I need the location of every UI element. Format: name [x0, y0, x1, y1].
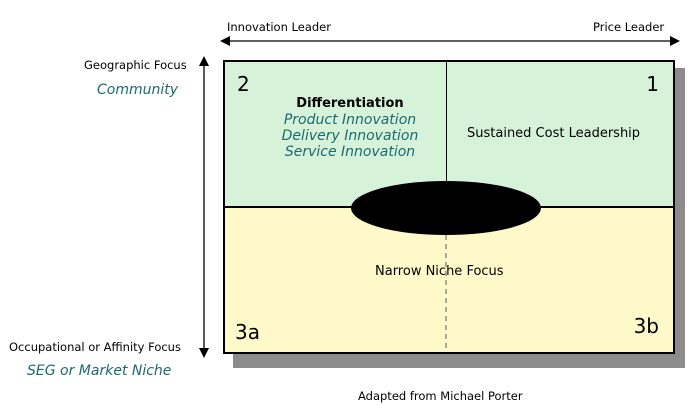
quadrant-number: 2 — [237, 72, 250, 96]
quadrant-number-right: 3b — [633, 314, 659, 338]
list-item: Delivery Innovation — [281, 128, 419, 144]
quadrant-title: Sustained Cost Leadership — [467, 126, 641, 141]
quadrant-number-left: 3a — [235, 320, 260, 344]
left-axis-bottom-label: Occupational or Affinity Focus — [9, 340, 181, 354]
horizontal-axis-arrow — [220, 36, 680, 46]
quadrant-title: Narrow Niche Focus — [375, 264, 504, 279]
quadrant-cost-leadership: 1 Sustained Cost Leadership — [447, 62, 673, 208]
center-ellipse — [351, 181, 541, 235]
list-item: Service Innovation — [284, 144, 416, 160]
dashed-divider — [445, 208, 447, 352]
caption: Adapted from Michael Porter — [358, 389, 523, 403]
differentiation-block: Differentiation Product Innovation Deliv… — [255, 96, 445, 160]
top-axis-left-label: Innovation Leader — [227, 20, 331, 34]
quadrant-number: 1 — [646, 72, 659, 96]
vertical-axis-arrow — [199, 56, 209, 358]
left-axis-top-sub: Community — [97, 82, 179, 98]
left-axis-top-label: Geographic Focus — [84, 58, 187, 72]
top-axis-right-label: Price Leader — [593, 20, 665, 34]
quadrant-title: Differentiation — [296, 96, 404, 111]
list-item: Product Innovation — [283, 112, 417, 128]
left-axis-bottom-sub: SEG or Market Niche — [27, 363, 172, 379]
